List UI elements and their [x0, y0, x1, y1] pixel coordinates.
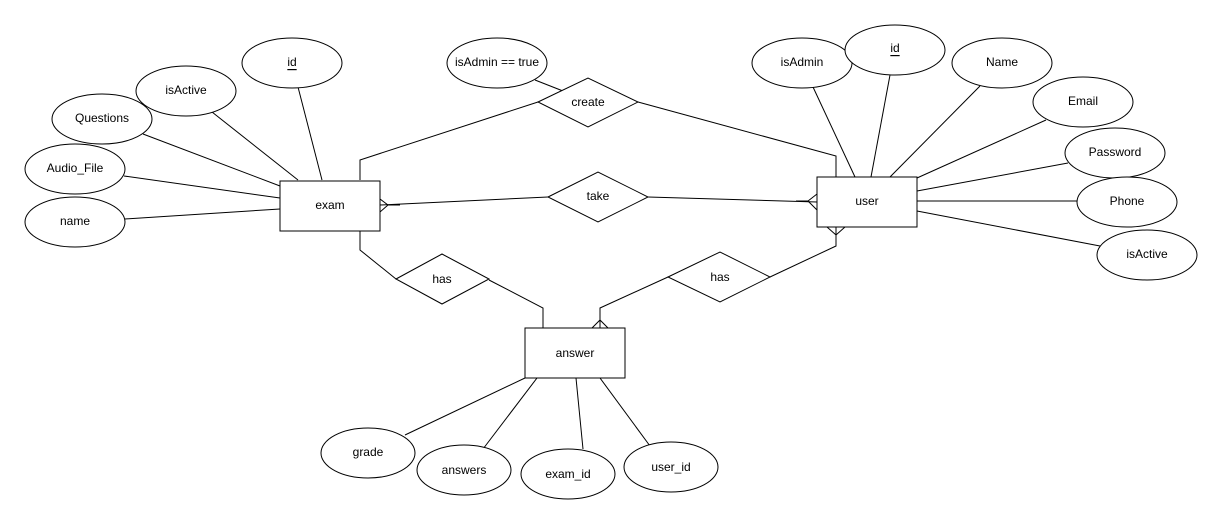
attribute-label: user_id — [651, 460, 690, 474]
attribute-label: isActive — [1126, 247, 1168, 261]
attribute-label: name — [60, 214, 90, 228]
attribute-label: Password — [1089, 145, 1142, 159]
crowfoot-exam-take — [379, 198, 400, 213]
attribute-label: answers — [442, 463, 487, 477]
attribute-label: id — [890, 41, 899, 55]
entity-exam[interactable]: exam — [279, 180, 381, 232]
edge-answer-grade — [404, 377, 526, 436]
attribute-user-isactive[interactable]: isActive — [1096, 229, 1198, 281]
edge-has-exam — [359, 231, 397, 280]
relationship-label: has — [710, 270, 729, 284]
attribute-exam-id[interactable]: id — [241, 37, 343, 89]
edge-answer-answers — [482, 377, 538, 450]
edge-user-name — [889, 85, 981, 178]
attribute-label: Questions — [75, 111, 129, 125]
crowfoot-user-has — [826, 226, 846, 236]
edge-user-id — [870, 74, 891, 178]
attribute-label: Name — [986, 55, 1018, 69]
attribute-label: isActive — [165, 83, 207, 97]
relationship-label: has — [432, 272, 451, 286]
attribute-exam-isactive[interactable]: isActive — [135, 65, 237, 117]
entity-label: exam — [315, 198, 344, 212]
attribute-answer-grade[interactable]: grade — [320, 427, 416, 479]
edge-exam-questions — [142, 133, 281, 187]
attribute-label: isAdmin — [781, 55, 824, 69]
connectors — [123, 74, 1101, 450]
attribute-label: Audio_File — [47, 161, 104, 175]
attribute-user-email[interactable]: Email — [1032, 76, 1134, 128]
attribute-label: id — [287, 55, 296, 69]
edge-take-exam — [379, 196, 549, 206]
edge-create-user — [637, 101, 837, 177]
attribute-label: Phone — [1110, 194, 1145, 208]
entity-answer[interactable]: answer — [524, 327, 626, 379]
relationship-has-exam[interactable]: has — [394, 253, 491, 305]
edge-user-isadmin — [812, 86, 856, 178]
edge-create-exam — [359, 101, 539, 180]
edge-answer-examid — [575, 377, 584, 450]
edge-take-user — [647, 196, 818, 203]
attribute-answer-examid[interactable]: exam_id — [520, 448, 616, 500]
attribute-user-isadmin[interactable]: isAdmin — [751, 37, 853, 89]
attribute-create-condition[interactable]: isAdmin == true — [446, 37, 548, 89]
edge-user-email — [916, 119, 1047, 179]
edge-answer-userid — [599, 377, 651, 447]
attribute-user-id[interactable]: id — [844, 24, 946, 76]
attribute-exam-audiofile[interactable]: Audio_File — [24, 143, 126, 195]
relationship-create[interactable]: create — [536, 77, 640, 128]
attribute-exam-questions[interactable]: Questions — [51, 93, 153, 145]
edge-user-password — [916, 162, 1069, 192]
crowfoot-user-take — [796, 193, 818, 211]
entity-label: user — [855, 194, 878, 208]
attribute-label: grade — [353, 445, 384, 459]
entity-user[interactable]: user — [816, 176, 918, 228]
attribute-answer-userid[interactable]: user_id — [623, 441, 719, 493]
edge-exam-id — [297, 86, 323, 181]
attribute-answer-answers[interactable]: answers — [416, 444, 512, 496]
edge-exam-audiofile — [123, 175, 281, 199]
attribute-label: Email — [1068, 94, 1098, 108]
relationship-label: take — [587, 189, 610, 203]
edge-has-user — [769, 227, 837, 278]
attribute-user-password[interactable]: Password — [1064, 127, 1166, 179]
edge-exam-name — [124, 208, 281, 220]
entity-label: answer — [556, 346, 595, 360]
attribute-label: isAdmin == true — [455, 55, 539, 69]
relationship-take[interactable]: take — [546, 171, 650, 223]
edge-user-isactive — [916, 210, 1101, 247]
edge-has-answer-left — [488, 279, 544, 328]
edge-create-condition — [534, 79, 564, 92]
attribute-exam-name[interactable]: name — [24, 196, 126, 248]
attribute-label: exam_id — [545, 467, 590, 481]
edge-has-answer-right — [599, 276, 669, 328]
edge-exam-isactive — [211, 111, 299, 181]
relationship-has-user[interactable]: has — [666, 251, 772, 303]
crowfoot-answer-has — [591, 319, 609, 329]
relationship-label: create — [571, 95, 605, 109]
attribute-user-phone[interactable]: Phone — [1076, 176, 1178, 228]
attribute-user-name[interactable]: Name — [951, 37, 1053, 89]
